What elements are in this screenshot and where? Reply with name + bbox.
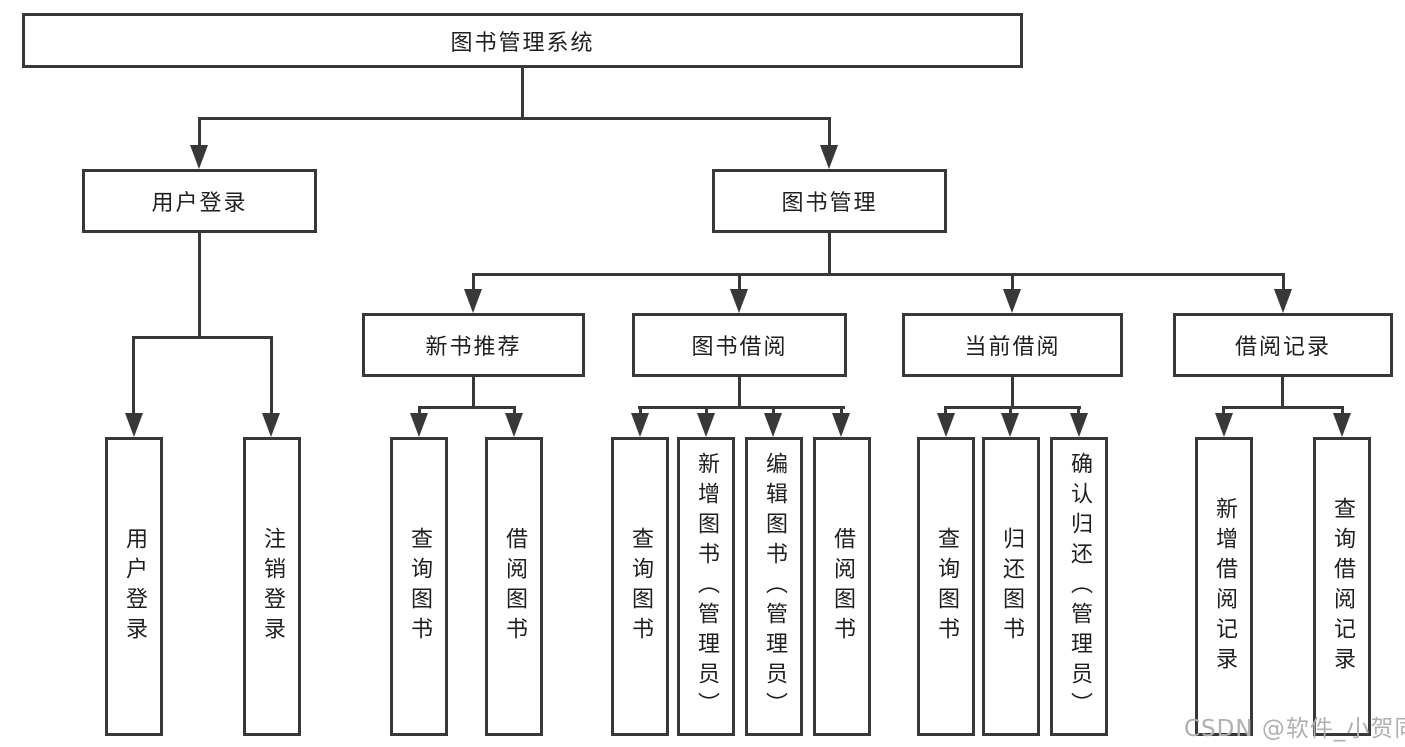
arrowhead-down-icon [1003, 289, 1021, 313]
leaf-user-login-label: 用户登录 [122, 526, 147, 647]
connector-line [1011, 377, 1014, 409]
leaf-logout: 注销登录 [243, 437, 301, 736]
node-book-borrow: 图书借阅 [632, 313, 847, 377]
connector-line [1222, 406, 1225, 416]
leaf-cb-query-books: 查询图书 [917, 437, 975, 736]
arrowhead-down-icon [262, 413, 280, 437]
connector-line [472, 273, 475, 291]
node-new-book-recommend-label: 新书推荐 [425, 335, 522, 360]
node-current-borrow: 当前借阅 [902, 313, 1123, 377]
leaf-bb-borrow-books-label: 借阅图书 [830, 526, 855, 647]
connector-line [1282, 273, 1285, 291]
connector-line [1011, 273, 1014, 291]
arrowhead-down-icon [1215, 413, 1233, 437]
leaf-bb-query-books: 查询图书 [611, 437, 669, 736]
connector-line [198, 233, 201, 336]
arrowhead-down-icon [464, 289, 482, 313]
leaf-br-query-record-label: 查询借阅记录 [1330, 496, 1355, 677]
leaf-user-login: 用户登录 [105, 437, 163, 736]
connector-line [944, 406, 1081, 409]
connector-line [944, 406, 947, 416]
leaf-bb-query-books-label: 查询图书 [628, 526, 653, 647]
leaf-nbr-borrow-books-label: 借阅图书 [502, 526, 527, 647]
csdn-watermark: CSDN @软件_小贺同学 [1184, 716, 1405, 742]
connector-line [772, 406, 775, 416]
connector-line [270, 336, 273, 415]
leaf-nbr-borrow-books: 借阅图书 [485, 437, 543, 736]
node-borrow-records-label: 借阅记录 [1234, 335, 1331, 360]
arrowhead-down-icon [730, 289, 748, 313]
connector-line [1077, 406, 1080, 416]
node-root: 图书管理系统 [22, 13, 1023, 68]
arrowhead-down-icon [820, 145, 838, 169]
leaf-br-add-record: 新增借阅记录 [1195, 437, 1253, 736]
arrowhead-down-icon [505, 413, 523, 437]
connector-line [639, 406, 642, 416]
connector-line [705, 406, 708, 416]
leaf-cb-return-books-label: 归还图书 [999, 526, 1024, 647]
arrowhead-down-icon [1274, 289, 1292, 313]
node-user-login-label: 用户登录 [151, 191, 248, 216]
leaf-logout-label: 注销登录 [260, 526, 285, 647]
arrowhead-down-icon [1001, 413, 1019, 437]
arrowhead-down-icon [125, 413, 143, 437]
leaf-bb-add-books-admin-label: 新增图书（管理员） [694, 451, 719, 722]
node-user-login: 用户登录 [82, 169, 317, 233]
leaf-bb-borrow-books: 借阅图书 [813, 437, 871, 736]
leaf-bb-edit-books-admin: 编辑图书（管理员） [745, 437, 803, 736]
leaf-br-query-record: 查询借阅记录 [1313, 437, 1371, 736]
arrowhead-down-icon [190, 145, 208, 169]
connector-line [513, 406, 516, 416]
connector-line [521, 68, 524, 117]
node-book-management: 图书管理 [712, 169, 947, 233]
connector-line [828, 117, 831, 148]
connector-line [738, 377, 741, 409]
leaf-nbr-query-books: 查询图书 [390, 437, 448, 736]
leaf-cb-return-books: 归还图书 [982, 437, 1040, 736]
leaf-cb-confirm-return-admin: 确认归还（管理员） [1050, 437, 1108, 736]
connector-line [1009, 406, 1012, 416]
connector-line [638, 406, 845, 409]
connector-line [1222, 406, 1344, 409]
node-root-label: 图书管理系统 [450, 30, 595, 56]
connector-line [840, 406, 843, 416]
connector-line [472, 377, 475, 409]
arrowhead-down-icon [697, 413, 715, 437]
leaf-cb-query-books-label: 查询图书 [934, 526, 959, 647]
leaf-nbr-query-books-label: 查询图书 [407, 526, 432, 647]
leaf-br-add-record-label: 新增借阅记录 [1212, 496, 1237, 677]
arrowhead-down-icon [764, 413, 782, 437]
arrowhead-down-icon [937, 413, 955, 437]
arrowhead-down-icon [832, 413, 850, 437]
node-borrow-records: 借阅记录 [1173, 313, 1393, 377]
connector-line [132, 336, 272, 339]
node-new-book-recommend: 新书推荐 [362, 313, 585, 377]
connector-line [738, 273, 741, 291]
node-current-borrow-label: 当前借阅 [964, 335, 1061, 360]
connector-line [1341, 406, 1344, 416]
connector-line [828, 233, 831, 276]
leaf-bb-add-books-admin: 新增图书（管理员） [677, 437, 735, 736]
arrowhead-down-icon [1070, 413, 1088, 437]
connector-line [472, 273, 1284, 276]
arrowhead-down-icon [410, 413, 428, 437]
arrowhead-down-icon [1333, 413, 1351, 437]
leaf-cb-confirm-return-admin-label: 确认归还（管理员） [1067, 451, 1092, 722]
node-book-management-label: 图书管理 [781, 191, 878, 216]
connector-line [418, 406, 421, 416]
connector-line [418, 406, 516, 409]
node-book-borrow-label: 图书借阅 [691, 335, 788, 360]
arrowhead-down-icon [631, 413, 649, 437]
connector-line [198, 117, 201, 148]
connector-line [198, 117, 831, 120]
connector-line [1281, 377, 1284, 409]
connector-line [132, 336, 135, 415]
leaf-bb-edit-books-admin-label: 编辑图书（管理员） [762, 451, 787, 722]
